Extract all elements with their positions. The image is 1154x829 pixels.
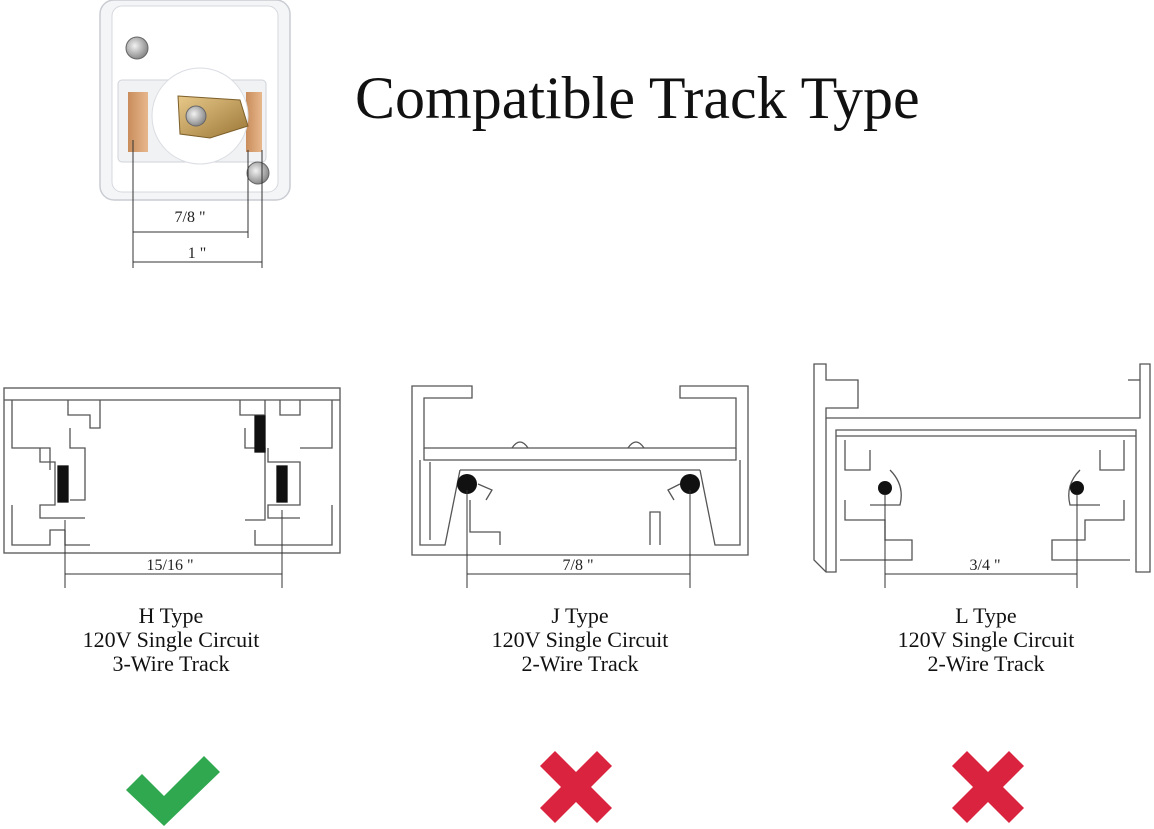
track-type-name: L Type	[955, 603, 1017, 628]
j-contact-right	[680, 474, 700, 494]
page-title: Compatible Track Type	[355, 65, 920, 131]
h-contact-right	[276, 465, 288, 503]
contact-right	[246, 92, 262, 152]
track-circuit: 120V Single Circuit	[491, 627, 669, 652]
h-type-caption: H Type 120V Single Circuit 3-Wire Track	[21, 604, 321, 676]
track-wire: 2-Wire Track	[927, 651, 1045, 676]
contact-left	[128, 92, 148, 152]
track-type-name: J Type	[551, 603, 609, 628]
adapter-dimension-outer: 1 "	[188, 245, 207, 262]
cross-icon	[540, 751, 612, 823]
track-wire: 2-Wire Track	[521, 651, 639, 676]
cross-icon	[952, 751, 1024, 823]
l-contact-right	[1070, 481, 1084, 495]
track-circuit: 120V Single Circuit	[897, 627, 1075, 652]
j-type-dimension: 7/8 "	[466, 490, 691, 588]
j-type-caption: J Type 120V Single Circuit 2-Wire Track	[430, 604, 730, 676]
track-type-name: H Type	[138, 603, 204, 628]
l-type-track-profile	[813, 363, 1151, 573]
h-type-track-profile	[3, 387, 341, 554]
adapter-image: 7/8 " 1 "	[99, 0, 291, 268]
track-circuit: 120V Single Circuit	[82, 627, 260, 652]
screw-icon	[246, 161, 270, 185]
screw-icon	[125, 36, 149, 60]
l-contact-left	[878, 481, 892, 495]
l-type-dimension-label: 3/4 "	[970, 557, 1001, 574]
adapter-dimension-inner: 7/8 "	[175, 209, 206, 226]
h-type-dimension: 15/16 "	[64, 510, 283, 588]
l-type-caption: L Type 120V Single Circuit 2-Wire Track	[836, 604, 1136, 676]
h-contact-top-right	[254, 415, 266, 453]
j-contact-left	[457, 474, 477, 494]
j-type-track-profile	[411, 385, 749, 556]
track-wire: 3-Wire Track	[112, 651, 230, 676]
l-type-dimension: 3/4 "	[884, 494, 1078, 588]
j-type-dimension-label: 7/8 "	[563, 557, 594, 574]
h-type-dimension-label: 15/16 "	[147, 557, 194, 574]
h-contact-left	[57, 465, 69, 503]
check-icon	[126, 756, 220, 826]
